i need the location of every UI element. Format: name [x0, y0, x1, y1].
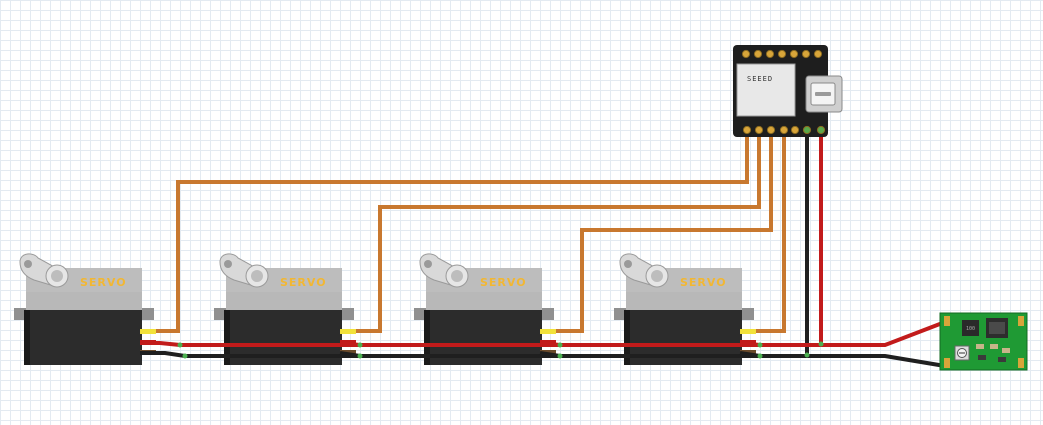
signal-wire-1[interactable]: [156, 132, 749, 333]
servo-top-cap: [426, 290, 542, 310]
signal-wire-3[interactable]: [556, 132, 773, 333]
servo-label: SERVO: [280, 276, 327, 289]
signal-wire-2[interactable]: [356, 132, 761, 333]
board-bottom-pins: [742, 125, 826, 135]
servo-top-cap: [626, 290, 742, 310]
servo-top-cap: [226, 290, 342, 310]
signal-wire-4[interactable]: [756, 132, 786, 333]
board-shield: [736, 63, 796, 117]
servo-horn-icon: [219, 253, 269, 288]
servo-2: SERVO: [214, 253, 356, 365]
power-module[interactable]: 100: [939, 312, 1028, 371]
servo-1: SERVO: [14, 253, 156, 365]
servo-horn-icon: [419, 253, 469, 288]
servo-label: SERVO: [80, 276, 127, 289]
servo-top-cap: [26, 290, 142, 310]
module-chip-label: 100: [966, 326, 975, 332]
servo-horn-icon: [19, 253, 69, 288]
servo-horn-icon: [619, 253, 669, 288]
servo-4: SERVO: [614, 253, 756, 365]
usb-c-connector-icon: [805, 75, 843, 113]
seeed-microcontroller[interactable]: SEEED: [733, 45, 843, 137]
wire-junctions: [177, 341, 824, 359]
module-solder-pads: [944, 316, 1024, 368]
module-chip: [962, 320, 979, 336]
board-top-pins: [741, 49, 823, 59]
servo-3: SERVO: [414, 253, 556, 365]
board-label: SEEED: [747, 75, 773, 83]
servo-body: [26, 310, 142, 365]
servo-label: SERVO: [480, 276, 527, 289]
signal-wires: [156, 132, 786, 333]
servo-label: SERVO: [680, 276, 727, 289]
module-resistor: [976, 344, 984, 349]
potentiometer-icon[interactable]: [954, 345, 970, 361]
module-pcb: [939, 312, 1028, 371]
